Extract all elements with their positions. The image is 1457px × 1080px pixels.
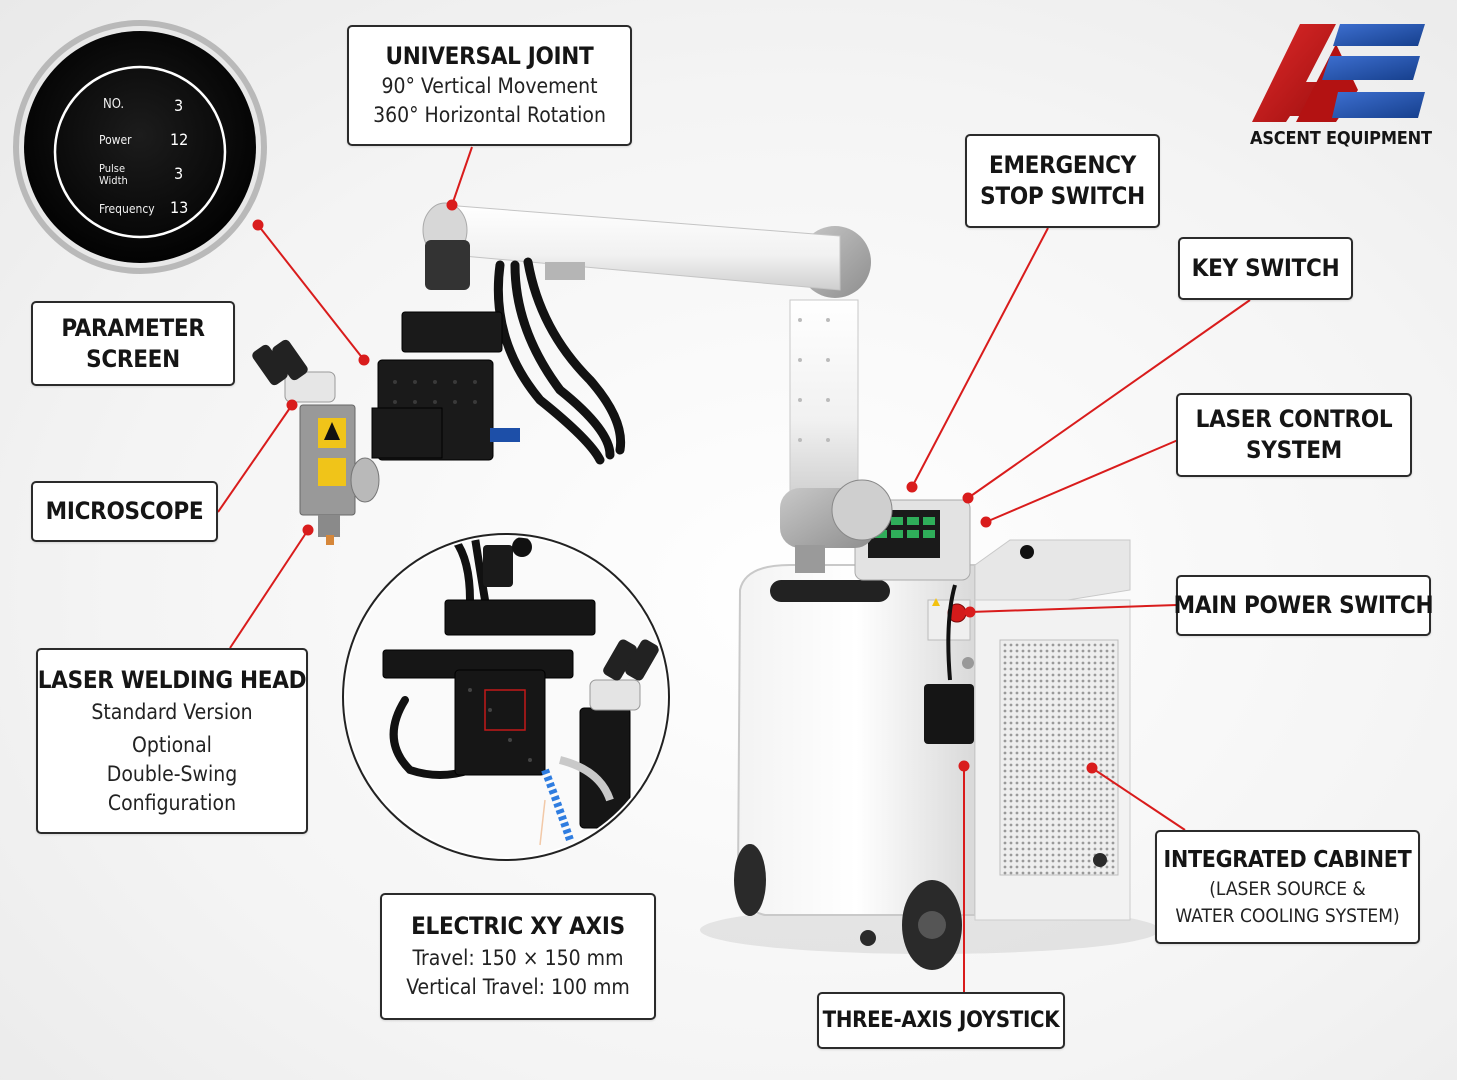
callout-emergency-stop: EMERGENCY STOP SWITCH bbox=[965, 134, 1160, 228]
parameter-screen-device bbox=[13, 20, 267, 274]
param-label-pulse: Pulse bbox=[99, 162, 126, 175]
callout-laser-control: LASER CONTROL SYSTEM bbox=[1176, 393, 1412, 477]
parameter-screen-title-1: PARAMETER bbox=[61, 313, 205, 342]
welding-head-line3: Double-Swing bbox=[106, 761, 238, 786]
cabinet bbox=[734, 499, 1131, 970]
xy-axis-title: ELECTRIC XY AXIS bbox=[411, 912, 625, 940]
param-label-width: Width bbox=[99, 174, 128, 187]
cabinet-title: INTEGRATED CABINET bbox=[1163, 846, 1412, 873]
callout-universal-joint: UNIVERSAL JOINT 90° Vertical Movement 36… bbox=[347, 25, 632, 146]
xy-axis-line2: Vertical Travel: 100 mm bbox=[406, 975, 630, 999]
universal-joint-line1: 90° Vertical Movement bbox=[381, 74, 598, 98]
param-value-power: 12 bbox=[170, 130, 189, 149]
main-power-title: MAIN POWER SWITCH bbox=[1173, 591, 1434, 619]
callout-laser-welding-head: LASER WELDING HEAD Standard Version Opti… bbox=[36, 648, 308, 834]
joystick-title: THREE-AXIS JOYSTICK bbox=[822, 1008, 1060, 1033]
emergency-stop-title-2: STOP SWITCH bbox=[980, 182, 1145, 210]
callout-parameter-screen: PARAMETER SCREEN bbox=[31, 301, 235, 386]
callout-main-power: MAIN POWER SWITCH bbox=[1173, 575, 1434, 636]
leader-lines bbox=[217, 146, 1251, 992]
param-value-pulse-width: 3 bbox=[174, 164, 184, 183]
welding-head-line1: Standard Version bbox=[91, 699, 253, 724]
key-switch-title: KEY SWITCH bbox=[1191, 254, 1340, 282]
parameter-screen-title-2: SCREEN bbox=[86, 344, 180, 373]
welding-head-title: LASER WELDING HEAD bbox=[37, 665, 307, 694]
xy-axis-line1: Travel: 150 × 150 mm bbox=[412, 946, 624, 970]
cabinet-line1: (LASER SOURCE & bbox=[1209, 877, 1366, 900]
callout-electric-xy-axis: ELECTRIC XY AXIS Travel: 150 × 150 mm Ve… bbox=[380, 893, 656, 1020]
param-label-no: NO. bbox=[103, 97, 125, 112]
param-label-power: Power bbox=[99, 133, 132, 147]
universal-joint-line2: 360° Horizontal Rotation bbox=[373, 103, 606, 127]
laser-control-title-1: LASER CONTROL bbox=[1195, 405, 1393, 433]
callout-joystick: THREE-AXIS JOYSTICK bbox=[817, 992, 1065, 1049]
ascent-logo-icon bbox=[1252, 24, 1425, 122]
brand-name: ASCENT EQUIPMENT bbox=[1250, 128, 1432, 149]
welding-head-line4: Configuration bbox=[107, 790, 237, 815]
universal-joint-title: UNIVERSAL JOINT bbox=[385, 42, 594, 70]
cabinet-line2: WATER COOLING SYSTEM) bbox=[1175, 904, 1400, 927]
emergency-stop-title-1: EMERGENCY bbox=[989, 151, 1136, 179]
robot-arm bbox=[252, 202, 893, 573]
callout-key-switch: KEY SWITCH bbox=[1178, 237, 1353, 300]
microscope-title: MICROSCOPE bbox=[45, 497, 204, 525]
param-value-no: 3 bbox=[174, 96, 184, 115]
param-label-frequency: Frequency bbox=[99, 202, 155, 216]
xy-axis-inset bbox=[342, 533, 670, 861]
callout-integrated-cabinet: INTEGRATED CABINET (LASER SOURCE & WATER… bbox=[1155, 830, 1420, 944]
laser-control-title-2: SYSTEM bbox=[1246, 436, 1342, 464]
callout-microscope: MICROSCOPE bbox=[31, 481, 218, 542]
param-value-frequency: 13 bbox=[170, 198, 189, 217]
welding-head-line2: Optional bbox=[132, 732, 212, 757]
